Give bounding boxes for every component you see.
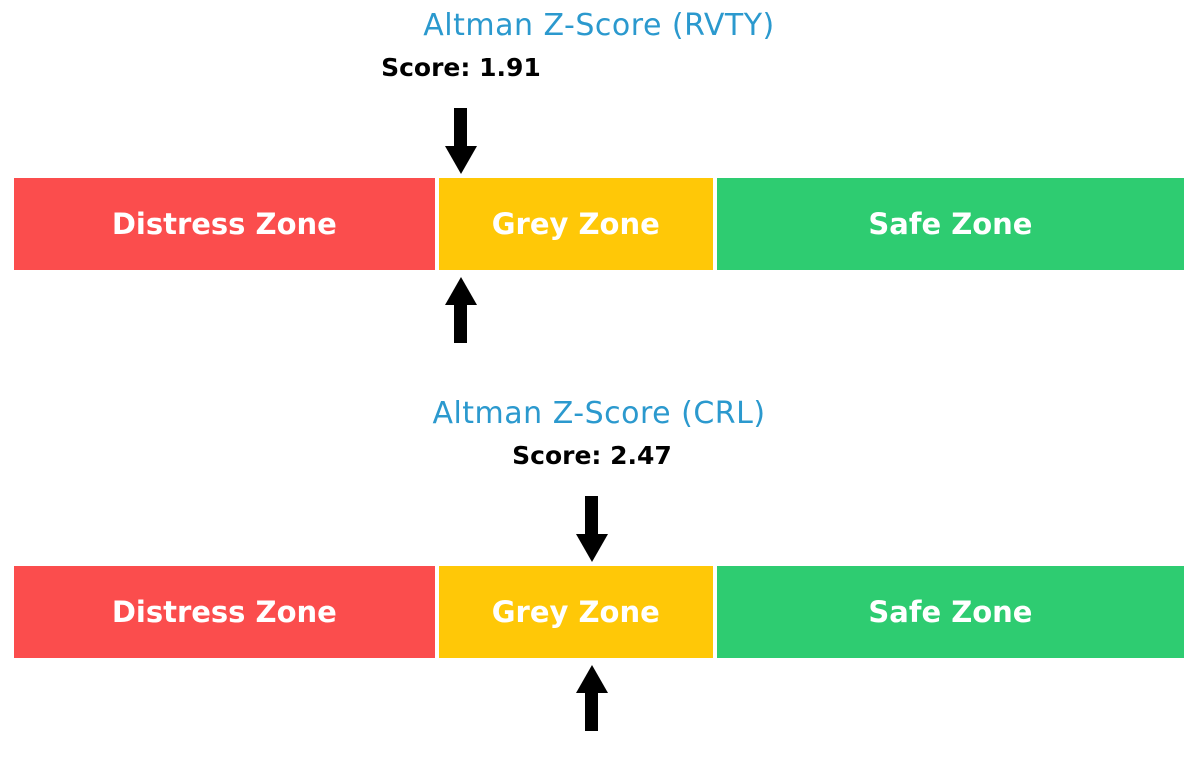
zone-label: Safe Zone [868,207,1033,241]
arrow-shaft [585,496,599,534]
arrow-shaft [454,305,468,343]
arrow-shaft [585,693,599,731]
zscore-chart-crl: Altman Z-Score (CRL) Score: 2.47 Distres… [14,388,1184,774]
zone-bar: Distress Zone Grey Zone Safe Zone [14,566,1184,658]
zone-label: Distress Zone [111,595,337,629]
zone-label: Grey Zone [491,207,660,241]
arrow-head [575,534,608,562]
zone-label: Safe Zone [868,595,1033,629]
chart-title: Altman Z-Score (RVTY) [423,8,775,43]
zone-segment-grey: Grey Zone [438,566,713,658]
zone-segment-grey: Grey Zone [438,178,713,270]
score-arrow-up-icon [444,277,477,343]
zone-bar: Distress Zone Grey Zone Safe Zone [14,178,1184,270]
chart-title: Altman Z-Score (CRL) [432,396,766,431]
score-arrow-up-icon [575,665,608,731]
score-label: Score: 2.47 [512,441,672,470]
score-label: Score: 1.91 [381,53,541,82]
arrow-head [575,665,608,693]
zone-segment-distress: Distress Zone [14,178,435,270]
zscore-chart-rvty: Altman Z-Score (RVTY) Score: 1.91 Distre… [14,0,1184,386]
arrow-head [444,146,477,174]
arrow-head [444,277,477,305]
score-arrow-down-icon [575,496,608,562]
score-arrow-down-icon [444,108,477,174]
zone-segment-safe: Safe Zone [716,178,1184,270]
zone-segment-safe: Safe Zone [716,566,1184,658]
zone-label: Distress Zone [111,207,337,241]
arrow-shaft [454,108,468,146]
zone-label: Grey Zone [491,595,660,629]
zone-segment-distress: Distress Zone [14,566,435,658]
